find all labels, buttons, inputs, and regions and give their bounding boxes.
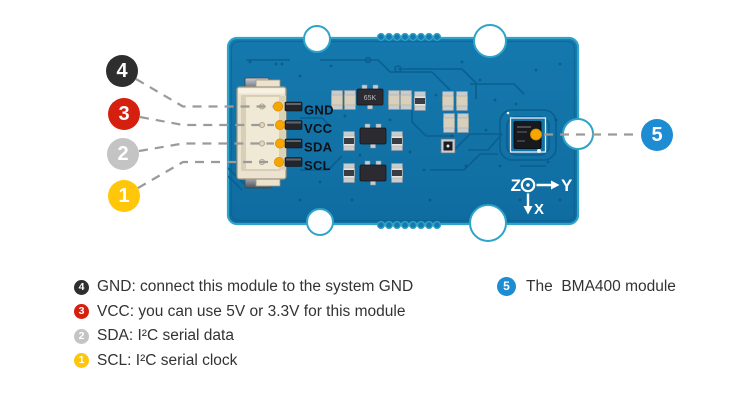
- legend-item-vcc: 3 VCC: you can use 5V or 3.3V for this m…: [74, 302, 413, 322]
- callout-3: 3: [108, 98, 140, 130]
- edge-notch-bottom: [469, 204, 507, 242]
- axis-x-arrow-icon: [523, 206, 533, 215]
- callout-leader-lines: [135, 78, 640, 189]
- pin-markers: [272, 101, 542, 167]
- chip-marker: [530, 128, 542, 141]
- copper-traces: [228, 56, 557, 191]
- serrated-edge: [376, 32, 442, 230]
- legend-text-scl: SCL: I²C serial clock: [97, 351, 238, 369]
- legend-badge-3: 3: [74, 304, 89, 319]
- svg-text:2: 2: [117, 143, 128, 165]
- legend-text-chip: The BMA400 module: [526, 277, 676, 295]
- legend-badge-5: 5: [497, 277, 516, 296]
- pin-silkscreen-labels: GND VCC SDA SCL: [304, 103, 334, 174]
- leader-line-3-vcc: [139, 115, 274, 127]
- edge-notch-top: [473, 24, 507, 58]
- mounting-hole-bottom: [306, 208, 334, 236]
- legend-badge-1: 1: [74, 353, 89, 368]
- sot23-marking-label: 65K: [364, 95, 377, 102]
- legend-badge-4: 4: [74, 279, 89, 295]
- callout-1: 1: [108, 180, 140, 212]
- chip-legend: 5 The BMA400 module: [497, 277, 676, 296]
- pin-label-vcc: VCC: [304, 121, 333, 136]
- pin-label-scl: SCL: [304, 158, 331, 173]
- pin-legend: 4 GND: connect this module to the system…: [74, 277, 413, 375]
- pin-label-sda: SDA: [304, 140, 333, 155]
- mounting-hole-top: [303, 25, 331, 53]
- leader-line-4-gnd: [135, 78, 273, 108]
- callout-5: 5: [641, 119, 673, 151]
- legend-item-scl: 1 SCL: I²C serial clock: [74, 351, 413, 371]
- legend-text-gnd: GND: connect this module to the system G…: [97, 278, 414, 295]
- legend-badge-2: 2: [74, 328, 89, 344]
- axis-z-label: Z: [511, 176, 521, 195]
- grove-connector: [236, 77, 303, 189]
- axis-x-label: X: [534, 201, 544, 218]
- legend-text-sda: SDA: I²C serial data: [97, 327, 234, 344]
- via-dots: [248, 60, 562, 202]
- callout-4: 4: [106, 55, 138, 87]
- svg-text:5: 5: [651, 124, 662, 146]
- svg-text:4: 4: [116, 60, 128, 82]
- pcb-board: 65K Z: [226, 24, 594, 242]
- svg-text:3: 3: [118, 103, 129, 125]
- smd-components: 65K: [331, 84, 469, 186]
- pin-label-gnd: GND: [304, 103, 334, 118]
- axis-indicator: Z Y X: [511, 176, 573, 218]
- svg-text:1: 1: [118, 185, 129, 207]
- legend-item-gnd: 4 GND: connect this module to the system…: [74, 277, 413, 297]
- leader-line-1-scl: [137, 160, 273, 189]
- axis-y-arrow-icon: [551, 180, 560, 190]
- black-square-component: [440, 138, 456, 154]
- axis-y-label: Y: [561, 176, 573, 195]
- legend-text-vcc: VCC: you can use 5V or 3.3V for this mod…: [97, 302, 406, 320]
- callout-2: 2: [107, 138, 139, 170]
- callout-bubbles: 4 3 2 1 5: [106, 55, 673, 212]
- legend-item-sda: 2 SDA: I²C serial data: [74, 326, 413, 346]
- axis-z-origin-icon: [520, 177, 536, 193]
